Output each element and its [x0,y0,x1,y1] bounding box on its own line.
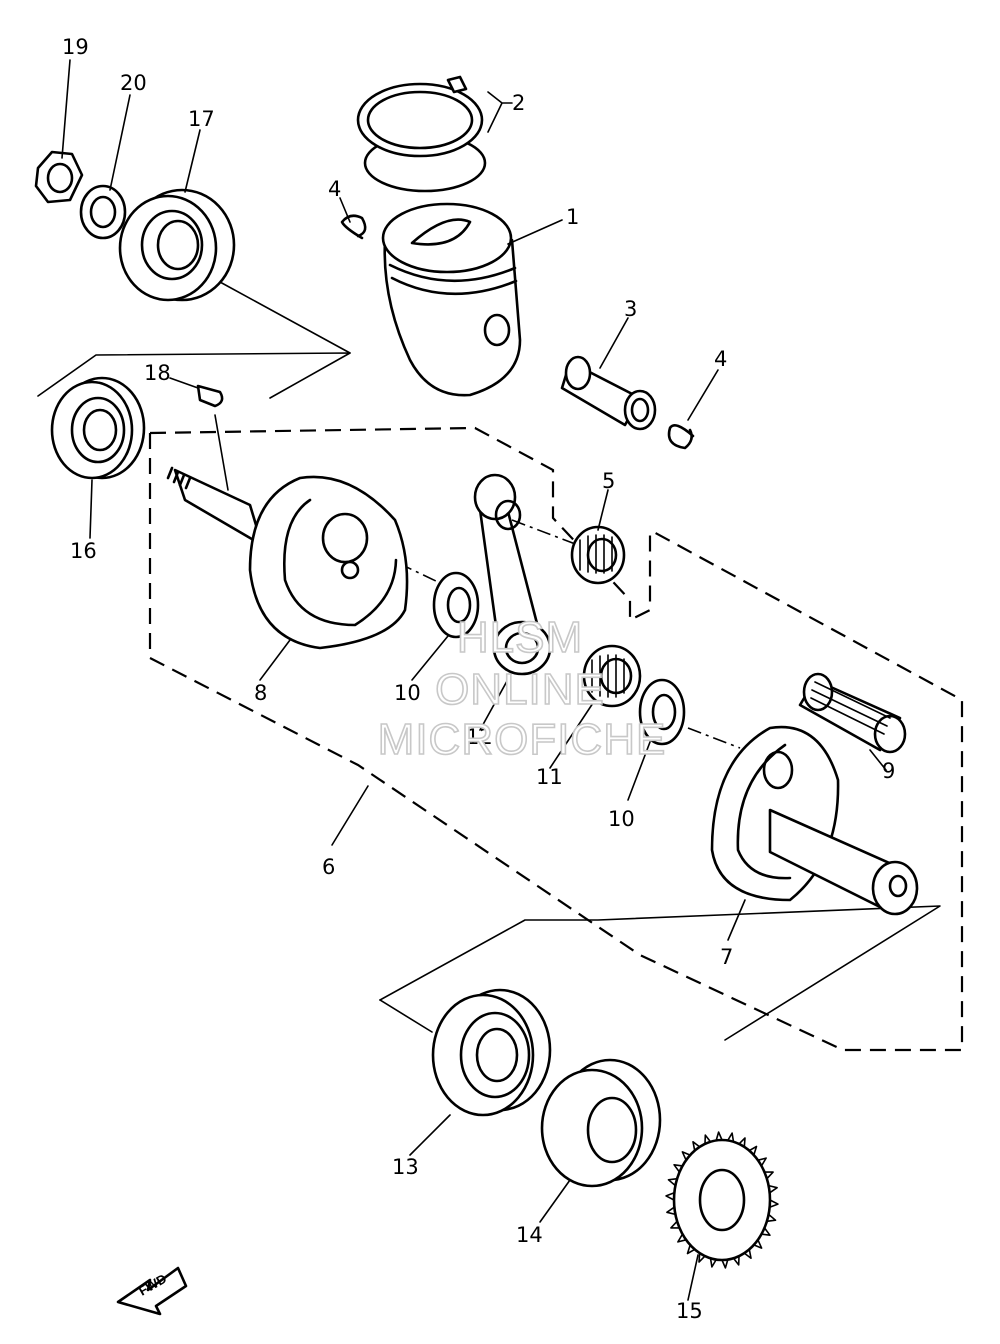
callout-11: 11 [536,765,563,789]
callout-6: 6 [322,855,335,879]
callout-13: 13 [392,1155,419,1179]
watermark-line-1: HLSM [457,613,583,662]
callout-17: 17 [188,107,215,131]
callout-5: 5 [602,469,615,493]
crank-half-right [710,725,919,916]
watermark-line-3: MICROFICHE [378,715,667,764]
callout-10-left: 10 [394,681,421,705]
big-end-bearing [582,644,642,708]
circlip-upper [340,214,367,240]
woodruff-key [196,384,224,408]
callout-20: 20 [120,71,147,95]
callout-4-lower: 4 [714,347,727,371]
callout-3: 3 [624,297,637,321]
forward-direction-arrow: FWD [116,1266,188,1316]
callout-8: 8 [254,681,267,705]
piston [381,202,522,397]
left-bearing [50,376,146,480]
crank-pin [798,672,907,754]
oil-seal-left [118,188,236,302]
connecting-rod [473,473,552,676]
callout-7: 7 [720,945,733,969]
callout-4-upper: 4 [328,177,341,201]
circlip-lower [667,424,695,450]
piston-rings [356,75,487,193]
callout-1: 1 [566,205,579,229]
callout-15: 15 [676,1299,703,1323]
hex-nut [34,150,84,204]
callout-9: 9 [882,759,895,783]
callout-12: 12 [466,725,493,749]
primary-drive-gear [665,1131,779,1269]
right-bearing [431,988,552,1117]
callout-2: 2 [512,91,525,115]
callout-18: 18 [144,361,171,385]
piston-pin [560,355,657,431]
small-end-bearing [570,525,626,585]
crankshaft-assembly-outline [148,426,964,1052]
reference-lines [37,281,941,1041]
callout-14: 14 [516,1223,543,1247]
callout-16: 16 [70,539,97,563]
oil-seal-right [540,1058,662,1188]
callout-19: 19 [62,35,89,59]
watermark-line-2: ONLINE [435,665,605,714]
callout-numbers: 19 20 17 2 4 1 3 4 18 5 16 8 10 12 11 9 … [62,35,895,1323]
crank-half-left [166,466,409,650]
thrust-washer-1 [432,571,480,639]
thrust-washer-2 [638,678,686,746]
lock-washer [79,184,127,240]
leader-lines [61,59,887,1301]
watermark: HLSM ONLINE MICROFICHE [377,612,667,765]
callout-10-right: 10 [608,807,635,831]
